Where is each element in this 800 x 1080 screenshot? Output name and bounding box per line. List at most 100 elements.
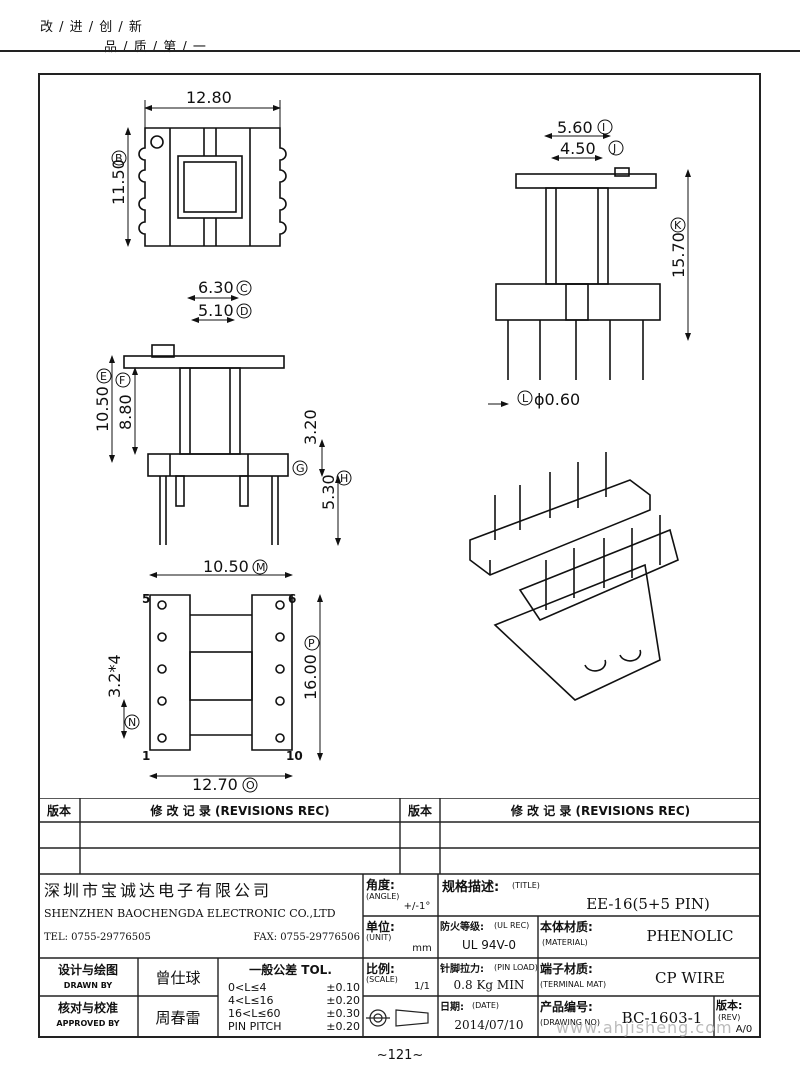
watermark: www.ahjisheng.com <box>556 1018 733 1037</box>
ul-label-en: (UL REC) <box>494 920 530 930</box>
label-p: P <box>308 637 315 650</box>
label-j: J <box>612 142 616 155</box>
dim-top-width: 12.80 <box>186 88 232 107</box>
dim-top-height: 11.50 <box>109 159 128 205</box>
rev-cn-label: 版本: <box>716 999 743 1012</box>
slogan-line-1: 改 / 进 / 创 / 新 <box>40 20 143 35</box>
rev-label-left: 版本 <box>46 803 71 818</box>
label-l: L <box>522 392 529 405</box>
tol-range: 16<L≤60 <box>228 1007 281 1020</box>
ul-label: 防火等级: <box>440 921 484 933</box>
drawing-frame <box>38 73 761 1038</box>
label-c: C <box>240 282 248 295</box>
angle-label: 角度: <box>366 877 395 892</box>
terminal-label: 端子材质: <box>540 961 593 976</box>
dim-e: 10.50 <box>93 386 112 432</box>
company-name-en: SHENZHEN BAOCHENGDA ELECTRONIC CO.,LTD <box>44 906 336 920</box>
technical-drawing: 12.80 11.50 B 6.30 C 5.10 D 10.50 E 8.80… <box>93 88 691 794</box>
tolerance-row: PIN PITCH±0.20 <box>228 1020 360 1033</box>
label-i: I <box>602 121 605 134</box>
dim-l: ϕ0.60 <box>534 390 580 409</box>
rev-label-right: 版本 <box>407 803 432 818</box>
rev-en-label: (REV) <box>718 1012 741 1022</box>
title-label-en: (TITLE) <box>512 880 540 890</box>
unit-value: mm <box>412 942 432 954</box>
title-block: 版本 修 改 记 录 (REVISIONS REC) 版本 修 改 记 录 (R… <box>38 798 761 1038</box>
terminal-value: CP WIRE <box>655 969 725 987</box>
label-b: B <box>115 152 123 165</box>
company-name-cn: 深圳市宝诚达电子有限公司 <box>44 881 273 900</box>
pin-load-label: 针脚拉力: <box>440 963 484 975</box>
dim-o: 12.70 <box>192 775 238 794</box>
dim-pitch: 3.2*4 <box>105 654 124 698</box>
tol-range: 0<L≤4 <box>228 981 267 994</box>
drawn-by-label-en: DRAWN BY <box>63 980 113 990</box>
side-view <box>495 167 661 380</box>
rev-rec-left: 修 改 记 录 (REVISIONS REC) <box>150 803 330 818</box>
dim-h: 5.30 <box>319 474 338 510</box>
bottom-view <box>149 594 293 751</box>
scale-label-en: (SCALE) <box>366 974 398 984</box>
tol-val: ±0.20 <box>326 994 360 1007</box>
date-label-en: (DATE) <box>472 1000 500 1010</box>
front-view <box>123 344 289 545</box>
title-value: EE-16(5+5 PIN) <box>586 895 710 913</box>
dim-d: 5.10 <box>198 301 234 320</box>
material-value: PHENOLIC <box>646 927 734 945</box>
dim-i: 5.60 <box>557 118 593 137</box>
tolerance-row: 4<L≤16 ±0.20 <box>228 994 360 1007</box>
ul-value: UL 94V-0 <box>461 938 517 952</box>
drawn-by-label: 设计与绘图 <box>57 962 118 977</box>
pin-6: 6 <box>288 592 296 606</box>
company-fax: FAX: 0755-29776506 <box>253 931 360 943</box>
drawn-by-value: 曾仕球 <box>155 968 201 987</box>
pin-load-value: 0.8 Kg MIN <box>453 978 525 992</box>
rev-rec-right: 修 改 记 录 (REVISIONS REC) <box>510 803 691 818</box>
drawing-no-value: BC-1603-1 <box>621 1009 703 1027</box>
date-value: 2014/07/10 <box>454 1018 524 1032</box>
page-number: ~121~ <box>376 1048 424 1063</box>
scale-value: 1/1 <box>413 980 431 992</box>
dim-m: 10.50 <box>203 557 249 576</box>
label-d: D <box>240 305 248 318</box>
tolerance-title: 一般公差 TOL. <box>249 962 332 977</box>
label-h: H <box>340 472 348 485</box>
unit-label: 单位: <box>366 919 395 934</box>
dim-k: 15.70 <box>669 232 688 278</box>
dim-c: 6.30 <box>198 278 234 297</box>
top-view <box>138 127 287 247</box>
tolerance-row: 16<L≤60±0.30 <box>228 1007 360 1020</box>
tol-val: ±0.20 <box>326 1020 360 1033</box>
drawing-no-label-en: (DRAWING NO) <box>540 1017 600 1027</box>
isometric-view <box>469 452 679 701</box>
material-label: 本体材质: <box>540 919 593 934</box>
label-o: O <box>246 779 255 792</box>
tol-range: 4<L≤16 <box>228 994 274 1007</box>
dim-f: 8.80 <box>116 394 135 430</box>
label-f: F <box>119 374 125 387</box>
tolerance-row: 0<L≤4 ±0.10 <box>228 981 360 994</box>
approved-by-label-en: APPROVED BY <box>56 1018 120 1028</box>
angle-label-en: (ANGLE) <box>366 891 400 901</box>
angle-value: +/-1° <box>403 900 431 912</box>
company-tel: TEL: 0755-29776505 <box>44 931 151 943</box>
approved-by-label: 核对与校准 <box>57 1000 118 1015</box>
header-rule <box>0 50 800 52</box>
label-e: E <box>100 370 107 383</box>
dim-g: 3.20 <box>301 409 320 445</box>
drawing-no-label: 产品编号: <box>540 999 593 1014</box>
dim-j: 4.50 <box>560 139 596 158</box>
tolerance-table: 0<L≤4 ±0.10 4<L≤16 ±0.20 16<L≤60±0.30 PIN … <box>228 981 360 1033</box>
dim-p: 16.00 <box>301 654 320 700</box>
pin-1: 1 <box>142 749 150 763</box>
pin-10: 10 <box>286 749 303 763</box>
pin-load-label-en: (PIN LOAD) <box>494 962 538 972</box>
scale-label: 比例: <box>366 961 395 976</box>
unit-label-en: (UNIT) <box>366 932 392 942</box>
label-k: K <box>674 219 682 232</box>
material-label-en: (MATERIAL) <box>542 937 588 947</box>
terminal-label-en: (TERMINAL MAT) <box>540 979 607 989</box>
tol-val: ±0.10 <box>326 981 360 994</box>
rev-value: A/0 <box>735 1023 753 1035</box>
title-block-grid <box>38 798 761 1038</box>
